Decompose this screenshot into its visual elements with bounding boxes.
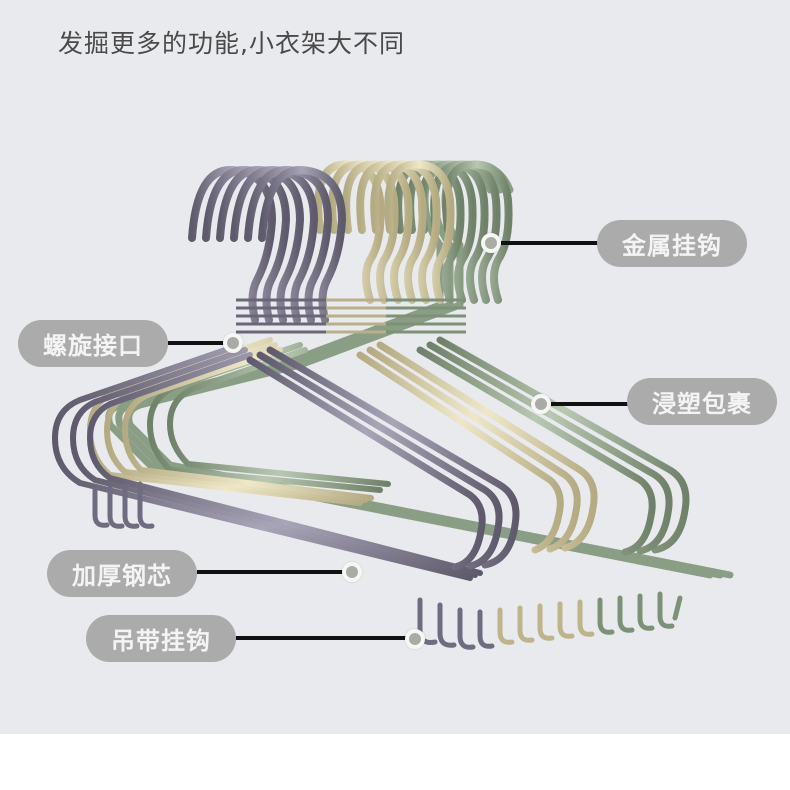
callout-dot-plastic-coating — [531, 394, 551, 414]
callout-strap-hook: 吊带挂钩 — [86, 615, 236, 662]
callout-steel-core: 加厚钢芯 — [47, 550, 197, 597]
callout-dot-steel-core — [342, 562, 362, 582]
hanger-stack-illustration — [52, 160, 734, 650]
callout-plastic-coating: 浸塑包裹 — [627, 378, 777, 425]
callout-label: 加厚钢芯 — [72, 562, 172, 590]
leader-line-strap-hook — [236, 636, 408, 640]
callout-dot-strap-hook — [405, 629, 425, 649]
leader-line-metal-hook — [501, 241, 598, 245]
callout-dot-metal-hook — [481, 233, 501, 253]
headline: 发掘更多的功能,小衣架大不同 — [58, 29, 405, 58]
callout-label: 浸塑包裹 — [652, 390, 752, 418]
callout-label: 金属挂钩 — [622, 232, 722, 260]
leader-line-steel-core — [197, 570, 345, 574]
callout-label: 吊带挂钩 — [111, 627, 211, 655]
leader-line-plastic-coating — [551, 402, 628, 406]
callout-spiral-joint: 螺旋接口 — [18, 320, 168, 367]
leader-line-spiral-joint — [168, 341, 225, 345]
callout-label: 螺旋接口 — [43, 332, 143, 360]
callout-dot-spiral-joint — [223, 333, 243, 353]
callout-metal-hook: 金属挂钩 — [597, 220, 747, 267]
